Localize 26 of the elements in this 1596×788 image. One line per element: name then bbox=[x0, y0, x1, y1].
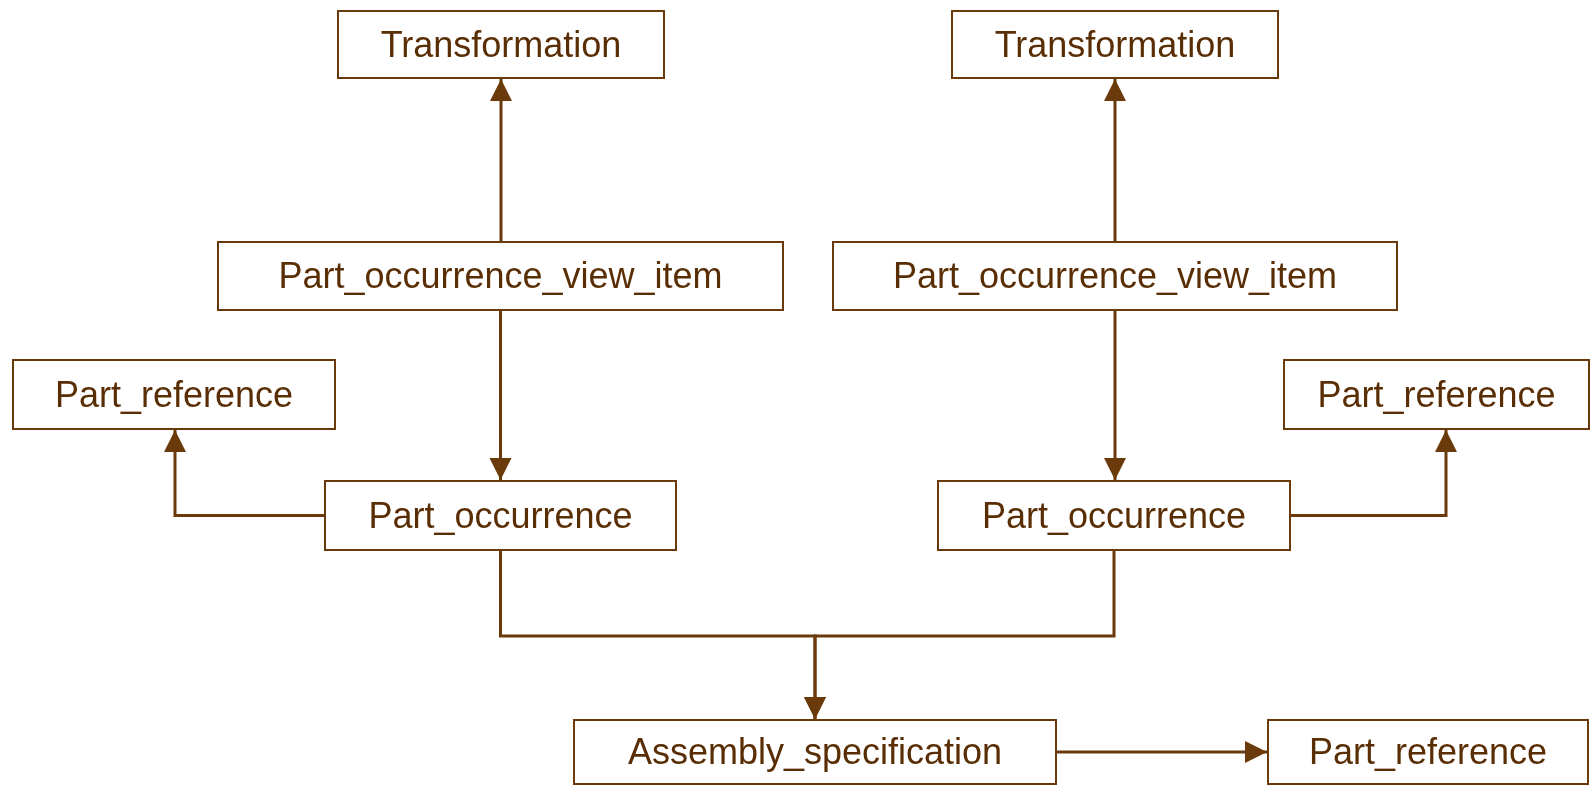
entity-name: Part_occurrence_view_item bbox=[892, 255, 1338, 297]
class-box bbox=[12, 359, 336, 430]
entity-name: Part_reference bbox=[54, 373, 294, 416]
class-box bbox=[937, 480, 1291, 551]
connector-arrow bbox=[1291, 430, 1457, 517]
entity-name: Transformation bbox=[994, 23, 1236, 66]
class-box bbox=[1267, 719, 1589, 785]
class-box bbox=[832, 241, 1398, 311]
class-box bbox=[1283, 359, 1590, 430]
entity-name: Transformation bbox=[380, 23, 622, 66]
entity-name: Part_occurrence_view_item bbox=[278, 255, 723, 297]
connector-arrow bbox=[804, 551, 1116, 719]
entity-name: Part_reference bbox=[1308, 731, 1548, 773]
connector-arrow bbox=[1104, 311, 1126, 480]
class-box bbox=[324, 480, 677, 551]
entity-name: Part_occurrence bbox=[368, 494, 633, 537]
class-box bbox=[951, 10, 1279, 79]
entity-name: Assembly_specification bbox=[627, 731, 1003, 773]
connector-arrow bbox=[1057, 741, 1267, 763]
connector-arrow bbox=[164, 430, 324, 517]
entity-name: Part_occurrence bbox=[981, 494, 1247, 537]
class-box bbox=[217, 241, 784, 311]
connector-arrow bbox=[489, 311, 512, 480]
entity-name: Part_reference bbox=[1317, 373, 1556, 416]
class-box bbox=[337, 10, 665, 79]
class-box bbox=[573, 719, 1057, 785]
